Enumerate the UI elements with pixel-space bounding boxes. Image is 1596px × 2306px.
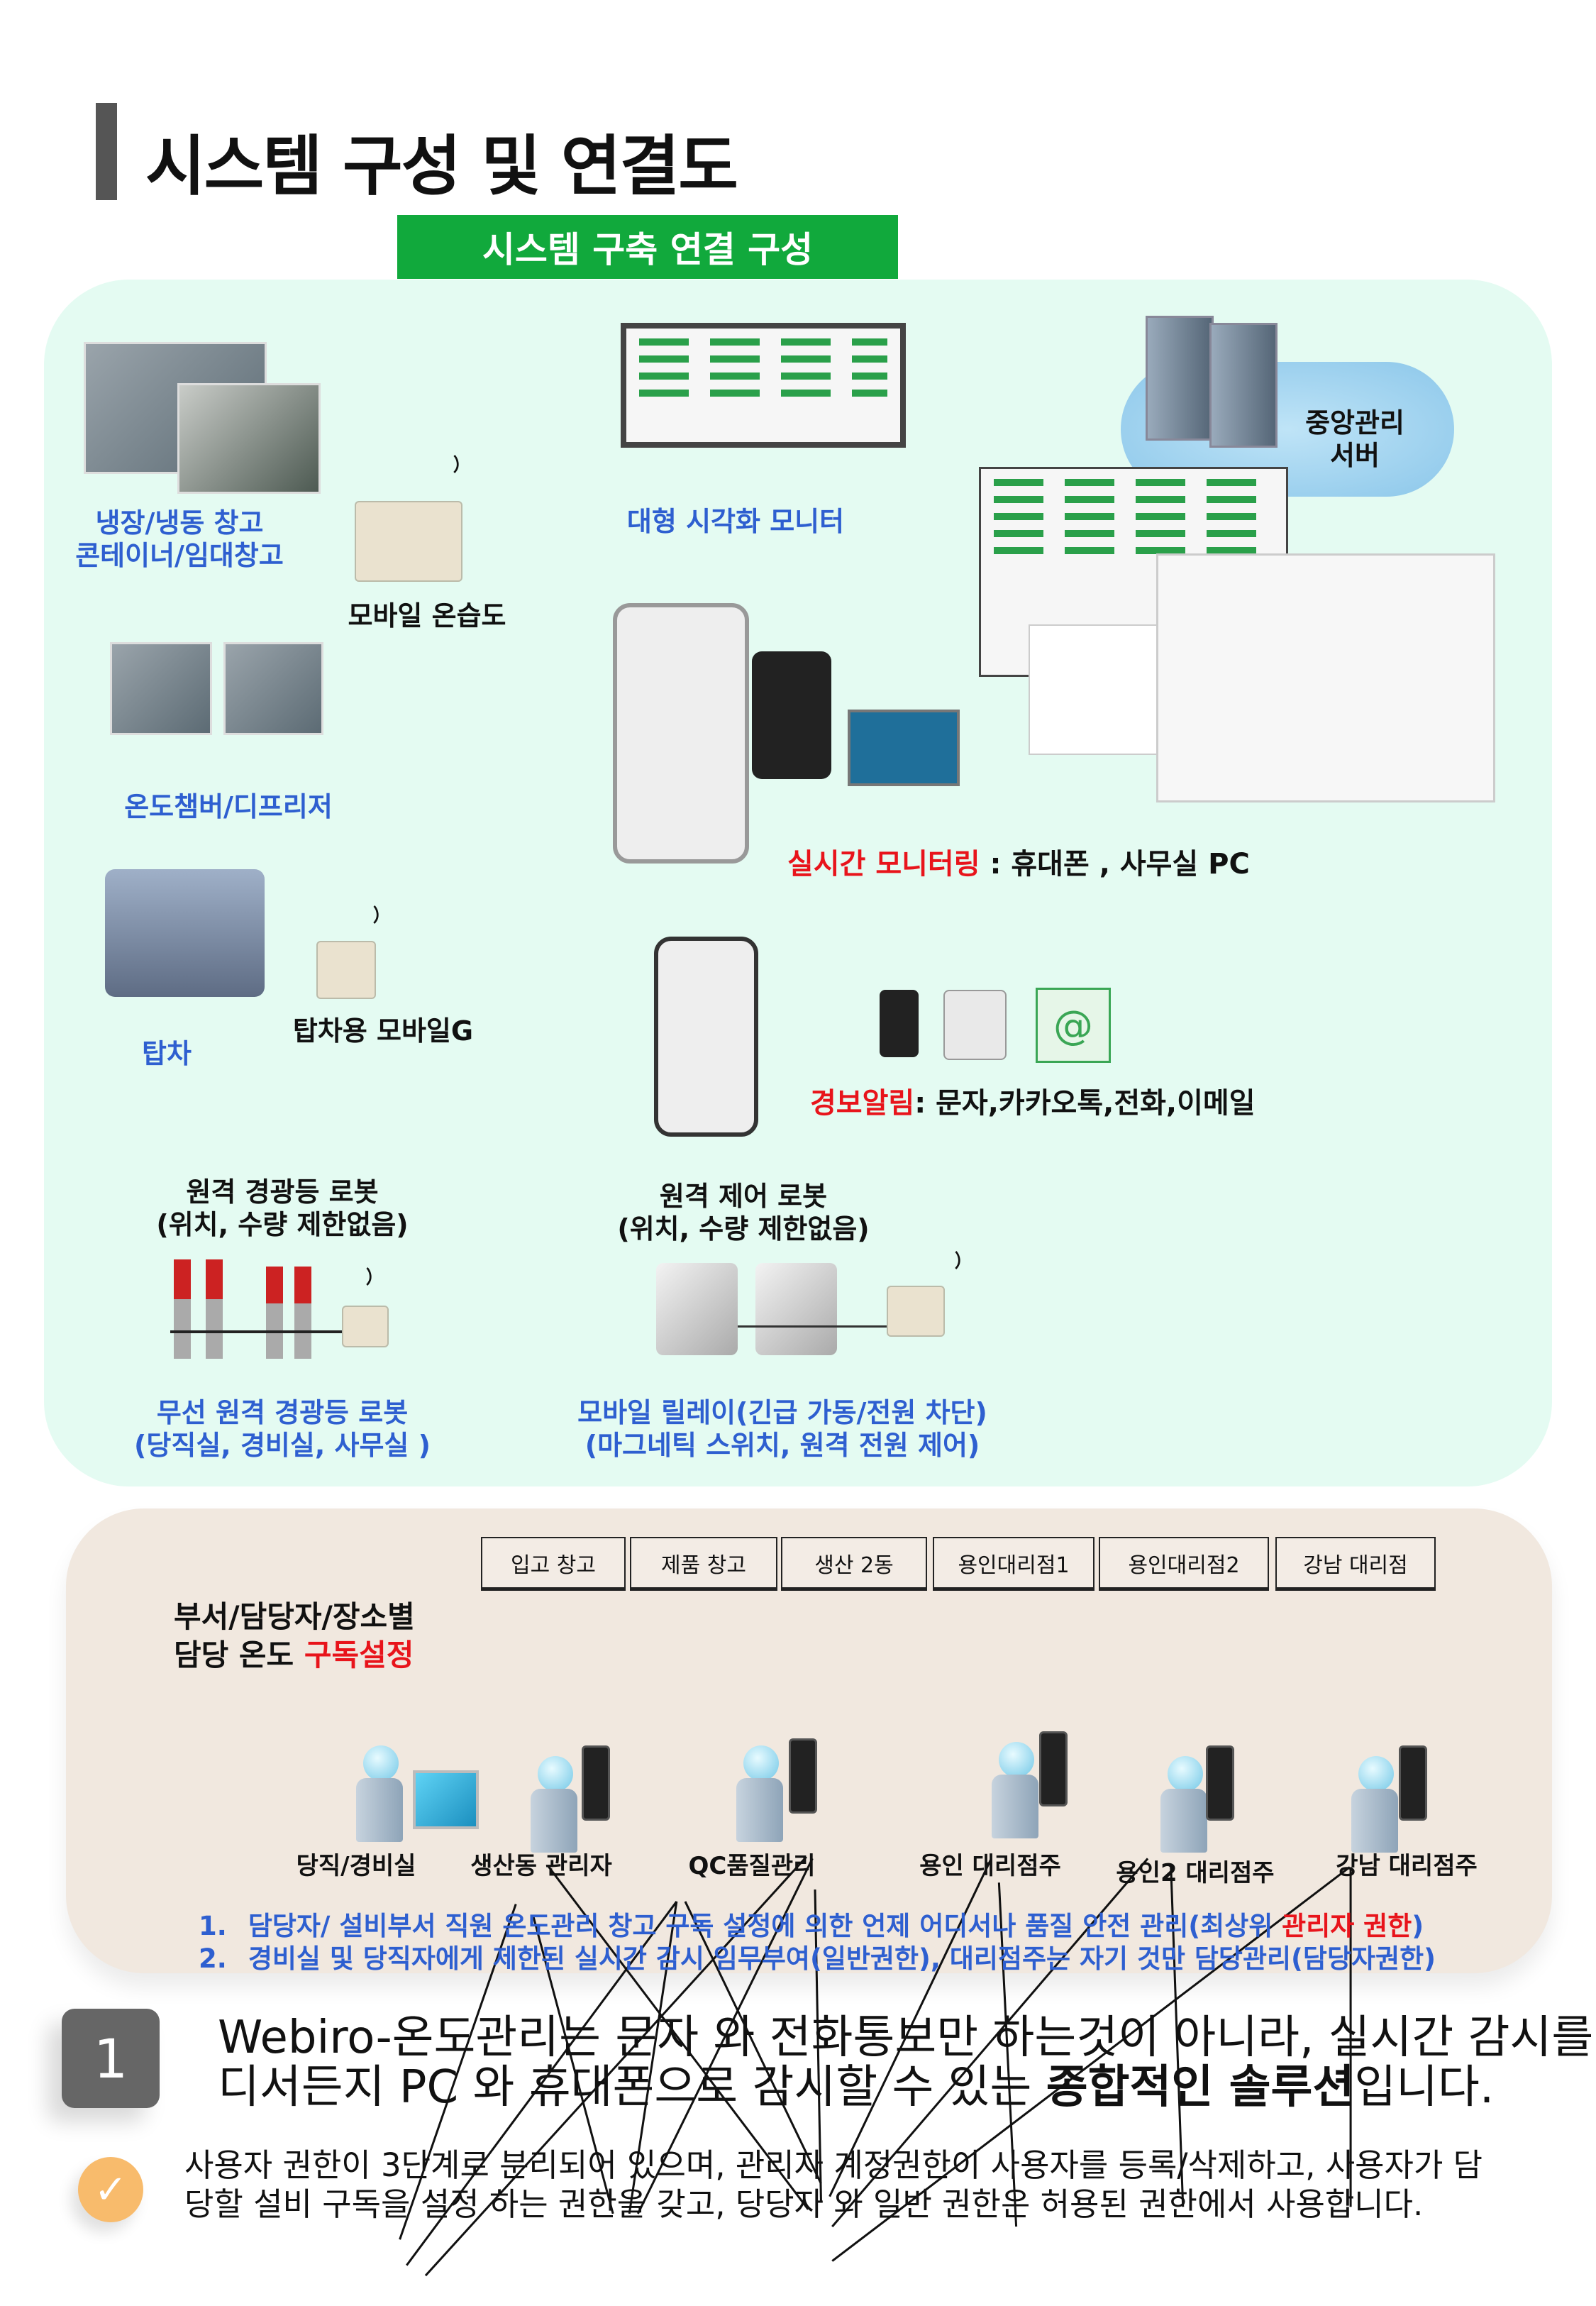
magnetic-switch-icon xyxy=(656,1263,738,1355)
point2-line2: 당할 설비 구독을 설정 하는 권한을 갖고, 당당자 와 일반 권한은 허용된… xyxy=(184,2185,1424,2223)
remote-light-label: 원격 경광등 로봇(위치, 수량 제한없음) xyxy=(156,1176,409,1240)
user-icon xyxy=(992,1742,1041,1841)
location-box: 제품 창고 xyxy=(630,1537,777,1591)
wireless-light-label: 무선 원격 경광등 로봇(당직실, 경비실, 사무실 ) xyxy=(134,1397,431,1461)
connection-line xyxy=(406,1901,678,2266)
truck-icon xyxy=(105,869,265,997)
connection-line xyxy=(1170,1867,1185,2207)
check-icon: ✓ xyxy=(78,2157,143,2222)
location-box: 생산 2동 xyxy=(781,1537,927,1591)
alarm-label: 경보알림: 문자,카카오톡,전화,이메일 xyxy=(810,1087,1256,1120)
truck-label: 탑차 xyxy=(142,1038,192,1069)
sms-phone-icon xyxy=(880,990,919,1057)
connection-line xyxy=(831,1866,1351,2262)
location-box: 용인대리점2 xyxy=(1099,1537,1269,1591)
phone-icon xyxy=(1206,1745,1234,1821)
alarm-phone-icon xyxy=(654,937,758,1137)
person-label: 용인2 대리점주 xyxy=(1116,1859,1275,1887)
warehouse-photo-2 xyxy=(177,383,321,494)
person-label: 용인 대리점주 xyxy=(919,1852,1061,1880)
big-monitor xyxy=(621,323,906,448)
location-box: 용인대리점1 xyxy=(933,1537,1095,1591)
connection-line xyxy=(684,1901,822,2185)
connection-line xyxy=(546,1865,809,2210)
chamber-icon xyxy=(223,642,323,735)
chamber-label: 온도챔버/디프리저 xyxy=(124,791,333,822)
connection-line xyxy=(531,1914,614,2214)
connection-line xyxy=(738,1325,887,1328)
user-icon xyxy=(531,1756,580,1855)
title-accent-bar xyxy=(96,103,117,200)
connection-line xyxy=(831,1858,1149,2228)
mobile-relay-device xyxy=(887,1286,945,1337)
smartphone-icon xyxy=(613,603,749,864)
realtime-monitoring-label: 실시간 모니터링 : 휴대폰 , 사무실 PC xyxy=(787,848,1250,881)
magnetic-switch-icon xyxy=(755,1263,837,1355)
phone-icon xyxy=(789,1738,817,1814)
phone-icon xyxy=(1039,1731,1068,1806)
number-badge: 1 xyxy=(62,2009,160,2108)
point2-line1: 사용자 권한이 3단계로 분리되어 있으며, 관리자 계정권한이 사용자를 등록… xyxy=(184,2146,1483,2184)
note-1: 1.담당자/ 설비부서 직원 온도관리 창고 구독 설정에 의한 언제 어디서나… xyxy=(199,1911,1424,1941)
smartphone-icon xyxy=(752,651,831,779)
point1-line1: Webiro-온도관리는 문자 와 전화통보만 하는것이 아니라, 실시간 감시… xyxy=(218,2012,1596,2064)
phone-icon xyxy=(1399,1745,1427,1821)
connection-line xyxy=(399,1904,517,2240)
connection-line xyxy=(829,1858,992,2197)
location-box: 강남 대리점 xyxy=(1275,1537,1436,1591)
mobile-sensor-label: 모바일 온습도 xyxy=(348,600,506,631)
connection-line xyxy=(814,1889,822,2203)
subscription-label: 부서/담당자/장소별 담당 온도 구독설정 xyxy=(174,1599,415,1672)
user-icon xyxy=(736,1745,786,1845)
truck-gateway-label: 탑차용 모바일G xyxy=(292,1015,474,1047)
big-monitor-label: 대형 시각화 모니터 xyxy=(626,506,845,537)
person-label: 생산동 관리자 xyxy=(470,1852,612,1880)
point1-line2: 디서든지 PC 와 휴대폰으로 감시할 수 있는 종합적인 솔루션입니다. xyxy=(218,2061,1495,2114)
page-title: 시스템 구성 및 연결도 xyxy=(145,128,738,204)
user-icon xyxy=(356,1745,406,1845)
email-icon: @ xyxy=(1036,988,1111,1063)
phone-icon xyxy=(582,1745,610,1821)
user-icon xyxy=(1351,1756,1401,1855)
telephone-icon xyxy=(943,990,1007,1060)
remote-control-label: 원격 제어 로봇(위치, 수량 제한없음) xyxy=(617,1181,870,1245)
person-label: QC품질관리 xyxy=(688,1852,816,1880)
light-controller-device xyxy=(342,1306,389,1347)
user-icon xyxy=(1160,1756,1210,1855)
office-pc-icon xyxy=(848,710,960,786)
connection-line xyxy=(636,1858,814,2214)
connection-line xyxy=(424,1855,807,2277)
note-2: 2.경비실 및 당직자에게 제한된 실시간 감시 임무부여(일반권한), 대리점… xyxy=(199,1943,1436,1974)
section-banner: 시스템 구축 연결 구성 xyxy=(397,215,898,279)
person-label: 당직/경비실 xyxy=(296,1852,416,1880)
person-label: 강남 대리점주 xyxy=(1336,1852,1478,1880)
location-box: 입고 창고 xyxy=(481,1537,626,1591)
truck-gateway-device xyxy=(316,941,376,999)
mobile-relay-label: 모바일 릴레이(긴급 가동/전원 차단)(마그네틱 스위치, 원격 전원 제어) xyxy=(577,1397,987,1461)
laptop-icon xyxy=(413,1770,479,1829)
connection-line xyxy=(628,1901,678,2214)
chamber-icon xyxy=(110,642,212,735)
server-icon xyxy=(1209,323,1278,448)
signal-tower-lights xyxy=(170,1259,348,1373)
map-screenshot xyxy=(1156,553,1495,802)
mobile-sensor-device xyxy=(355,501,462,582)
connection-line xyxy=(997,1882,1018,2227)
